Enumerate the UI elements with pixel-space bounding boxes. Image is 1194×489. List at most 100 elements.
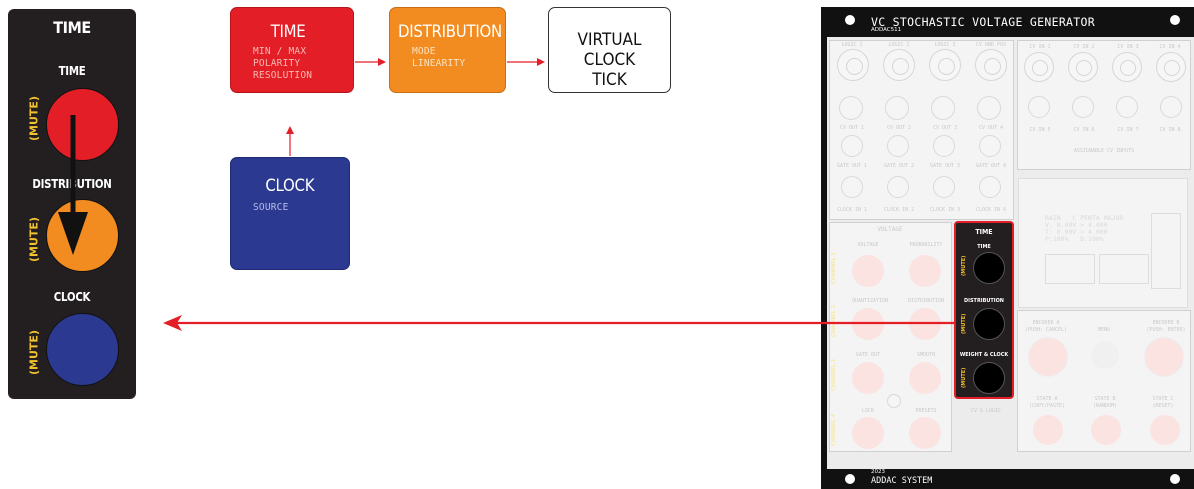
clock-block: CLOCK SOURCE [230,157,350,270]
cv-logic-label: CV & LOGIC [970,408,1002,414]
encoder-a-label: ENCODER A [1032,320,1060,326]
oled-display: RAIN C PENTA MAJOR V: 0.00V > 4.000 T: 0… [1018,178,1188,308]
state-b-label: STATE B [1094,396,1116,402]
cv-in-2-label: CV IN 2 [1073,44,1095,50]
cv-in-1-label: CV IN 1 [1029,44,1051,50]
gate-out-4-label: GATE OUT 4 [975,163,1007,169]
mounting-hole-top-right [1170,15,1180,25]
time-knob-label: TIME [58,64,86,78]
cv-in-1-jack[interactable] [1024,52,1054,82]
cv-in-4-label: CV IN 4 [1159,44,1181,50]
state-c-sub-label: (RESET) [1152,403,1174,409]
clock-block-source: SOURCE [253,202,289,213]
gate-out-1-jack[interactable] [841,135,863,157]
logic-2-label: LOGIC 2 [888,42,910,48]
cv-out-3-jack[interactable] [931,96,955,120]
virtual-block-line-2: CLOCK [583,50,636,70]
clock-knob[interactable] [46,313,119,386]
gate-out-2-label: GATE OUT 2 [883,163,915,169]
module-brand: ADDAC SYSTEM [871,476,933,486]
display-histogram [1045,254,1095,284]
mounting-hole-bottom-left [845,474,855,484]
cv-out-4-label: CV OUT 4 [978,125,1004,131]
module-to-zoom-arrow-head-icon [163,315,182,331]
gate-out-knob[interactable] [852,362,884,394]
assignable-cv-inputs-label: ASSIGNABLE CV INPUTS [1073,148,1135,154]
encoder-b[interactable] [1144,337,1184,377]
center-led [887,394,901,408]
voltage-knob-label: VOLTAGE [857,242,879,248]
distribution-knob[interactable] [46,199,119,272]
display-meters [1151,213,1181,289]
logic-3-jack[interactable] [929,49,961,81]
module-distribution-knob-label: DISTRIBUTION [964,298,1004,304]
distribution-block-title: DISTRIBUTION [398,22,502,42]
cv-out-1-jack[interactable] [839,96,863,120]
logic-1-label: LOGIC 1 [841,42,863,48]
gate-out-2-jack[interactable] [887,135,909,157]
time-section-highlight: TIME TIME (MUTE) DISTRIBUTION (MUTE) WEI… [954,221,1014,399]
presets-knob-label: PRESETS [915,408,937,414]
module-weight-clock-knob-label: WEIGHT & CLOCK [959,352,1009,358]
mounting-hole-bottom-right [1170,474,1180,484]
time-block: TIME MIN / MAX POLARITY RESOLUTION [230,7,354,93]
cv-in-8-label: CV IN 8 [1159,127,1181,133]
virtual-clock-tick-block: VIRTUAL CLOCK TICK [548,7,671,93]
cv-out-2-jack[interactable] [885,96,909,120]
cv-in-3-jack[interactable] [1112,52,1142,82]
gate-out-3-jack[interactable] [933,135,955,157]
clock-in-2-label: CLOCK IN 2 [883,207,915,213]
virtual-block-line-3: TICK [592,70,627,90]
clock-in-3-jack[interactable] [933,176,955,198]
state-b-sub-label: (RANDOM) [1092,403,1118,409]
encoder-b-label: ENCODER B [1152,320,1180,326]
probability-knob[interactable] [909,255,941,287]
presets-button[interactable] [909,417,941,449]
display-curve [1099,254,1149,284]
distribution-block-linearity: LINEARITY [412,58,466,69]
encoder-a[interactable] [1028,337,1068,377]
module-subtitle: ADDAC511 [871,27,902,33]
menu-button[interactable] [1091,341,1119,369]
cv-in-8-jack[interactable] [1160,96,1182,118]
smooth-knob[interactable] [909,362,941,394]
cv-in-2-jack[interactable] [1068,52,1098,82]
logic-2-jack[interactable] [883,49,915,81]
cv-in-5-label: CV IN 5 [1029,127,1051,133]
zoom-panel-title: TIME [53,18,91,37]
cv-in-4-jack[interactable] [1156,52,1186,82]
time-section-zoom-panel: TIME TIME (MUTE) DISTRIBUTION (MUTE) CLO… [8,9,136,399]
gate-out-4-jack[interactable] [979,135,1001,157]
gate-out-knob-label: GATE OUT [855,352,881,358]
cv-in-6-jack[interactable] [1072,96,1094,118]
clock-in-1-jack[interactable] [841,176,863,198]
state-a-button[interactable] [1033,415,1063,445]
clock-in-4-jack[interactable] [979,176,1001,198]
quantization-knob-label: QUANTIZATION [851,298,889,304]
cv-out-2-label: CV OUT 2 [886,125,912,131]
distribution-block-mode: MODE [412,46,436,57]
module-weight-clock-knob[interactable] [973,362,1005,394]
state-a-sub-label: (COPY/PASTE) [1028,403,1066,409]
lock-button[interactable] [852,417,884,449]
probability-knob-label: PROBABILITY [909,242,943,248]
cv-in-7-jack[interactable] [1116,96,1138,118]
cv-out-1-label: CV OUT 1 [839,125,865,131]
logic-1-jack[interactable] [837,49,869,81]
cv-out-4-jack[interactable] [977,96,1001,120]
menu-label: MENU [1097,327,1111,333]
cv-in-6-label: CV IN 6 [1073,127,1095,133]
voltage-knob[interactable] [852,255,884,287]
lock-knob-label: LOCK [861,408,875,414]
clock-knob-label: CLOCK [53,290,91,304]
clock-in-2-jack[interactable] [887,176,909,198]
module-distribution-knob[interactable] [973,308,1005,340]
state-c-button[interactable] [1150,415,1180,445]
state-b-button[interactable] [1091,415,1121,445]
cv-rnd-pos-jack[interactable] [975,49,1007,81]
module-time-knob[interactable] [973,252,1005,284]
cv-out-3-label: CV OUT 3 [932,125,958,131]
time-knob[interactable] [46,88,119,161]
cv-in-5-jack[interactable] [1028,96,1050,118]
smooth-knob-label: SMOOTH [916,352,936,358]
